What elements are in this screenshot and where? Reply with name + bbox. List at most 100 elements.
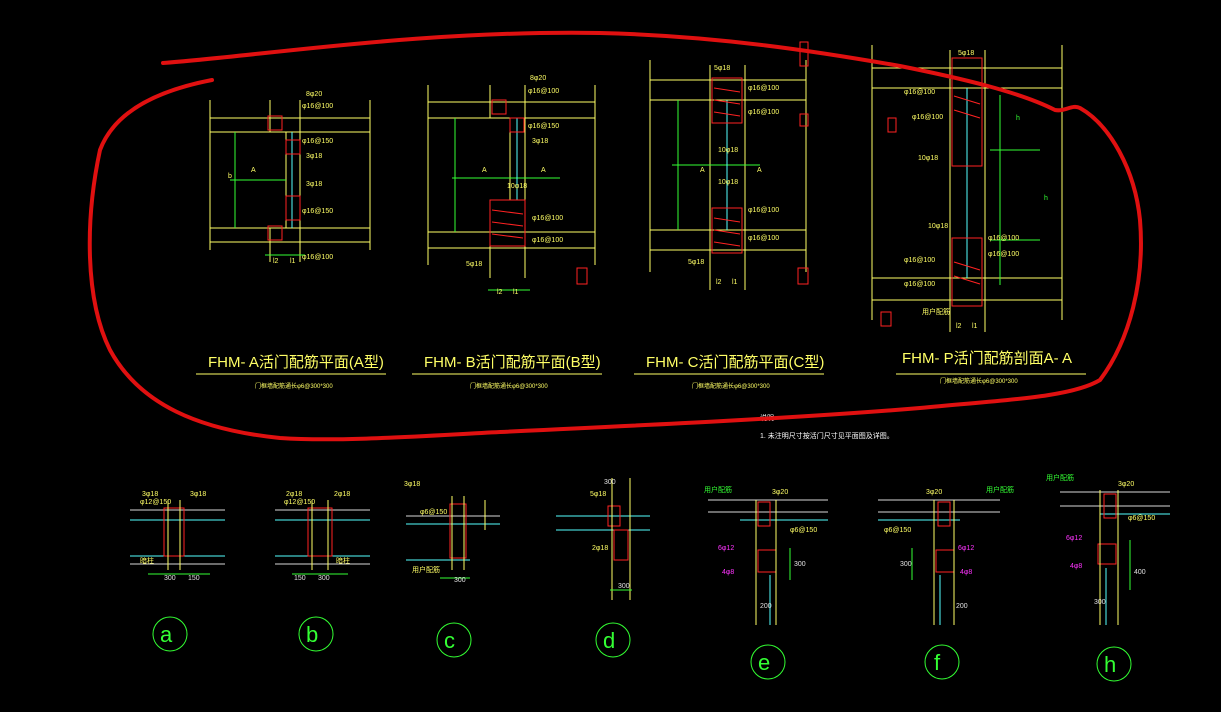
detail-label: 用户配筋	[412, 565, 440, 574]
detail-label: 5φ18	[590, 491, 606, 498]
detail-c-marker-circle	[436, 622, 472, 658]
label-dim: b	[228, 173, 232, 180]
label-dim: h	[1016, 115, 1020, 122]
label-stirrup: φ16@150	[302, 208, 333, 215]
label-stirrup: φ16@100	[912, 114, 943, 121]
detail-dim: 300	[164, 575, 176, 582]
detail-e-marker: e	[758, 650, 770, 675]
plan-a-title: FHM- A活门配筋平面(A型)	[208, 354, 384, 371]
detail-label: φ6@150	[1128, 515, 1155, 522]
label-stirrup: φ16@100	[904, 281, 935, 288]
plan-b: 8φ20 φ16@100 φ16@150 3φ18 10φ18 φ16@100 …	[412, 75, 602, 375]
label-stirrup: φ16@100	[904, 89, 935, 96]
detail-f-marker: f	[934, 650, 941, 675]
detail-label: 2φ18	[592, 545, 608, 552]
detail-label: 3φ18	[142, 491, 158, 498]
plan-d-subtitle: 门框墙配筋通长φ6@300*300	[940, 377, 1018, 385]
label-section-a: A	[700, 167, 705, 174]
detail-dim: 200	[760, 603, 772, 610]
label-bars: 10φ18	[718, 179, 738, 186]
detail-label: 3φ20	[772, 489, 788, 496]
detail-h: 3φ20 用户配筋 φ6@150 6φ12 4φ8 400 300	[1046, 473, 1170, 625]
detail-label: 3φ20	[1118, 481, 1134, 488]
detail-dim: 150	[188, 575, 200, 582]
detail-c-marker: c	[444, 628, 455, 653]
label-dim: l1	[972, 323, 978, 330]
label-dim: l1	[732, 279, 738, 286]
label-section-a: A	[251, 167, 256, 174]
label-bars: 5φ18	[688, 259, 704, 266]
detail-label-magenta: 6φ12	[718, 545, 734, 552]
notes-line-1: 1. 未注明尺寸按活门尺寸见平面图及详图。	[760, 431, 894, 440]
label-bars: 5φ18	[466, 261, 482, 268]
detail-label: 3φ18	[190, 491, 206, 498]
label-bars: 5φ18	[714, 65, 730, 72]
detail-dim: 200	[956, 603, 968, 610]
detail-label-magenta: 6φ12	[1066, 535, 1082, 542]
detail-h-marker: h	[1104, 652, 1116, 677]
plan-c: 5φ18 φ16@100 φ16@100 10φ18 10φ18 φ16@100…	[634, 41, 824, 375]
label-bars: 3φ18	[532, 138, 548, 145]
plan-a-subtitle: 门框墙配筋通长φ6@300*300	[255, 382, 333, 390]
label-stirrup: φ16@100	[302, 103, 333, 110]
label-bars: 10φ18	[918, 155, 938, 162]
plan-a: 8φ20 φ16@100 φ16@150 3φ18 3φ18 φ16@150 φ…	[196, 91, 386, 375]
label-stirrup: φ16@100	[748, 85, 779, 92]
detail-label: φ6@150	[884, 527, 911, 534]
detail-d: 5φ18 2φ18 300 300	[556, 478, 650, 600]
detail-dim: 300	[604, 479, 616, 486]
detail-label: φ6@150	[420, 509, 447, 516]
label-stirrup: φ16@100	[748, 235, 779, 242]
label-top-bars: 8φ20	[306, 91, 322, 98]
detail-dim: 400	[1134, 569, 1146, 576]
label-stirrup: φ16@100	[532, 237, 563, 244]
detail-h-marker-circle	[1096, 646, 1132, 682]
label-stirrup: φ16@100	[748, 109, 779, 116]
label-dim: l2	[716, 279, 722, 286]
detail-label-magenta: 4φ8	[960, 569, 972, 576]
label-stirrup: φ16@100	[302, 254, 333, 261]
detail-e-marker-circle	[750, 644, 786, 680]
detail-a-marker: a	[160, 622, 173, 647]
detail-dim: 300	[794, 561, 806, 568]
detail-dim: 300	[618, 583, 630, 590]
label-stirrup: φ16@100	[988, 251, 1019, 258]
detail-dim: 300	[1094, 599, 1106, 606]
detail-label: φ12@150	[284, 499, 315, 506]
label-dim: l1	[513, 289, 519, 296]
plan-b-title: FHM- B活门配筋平面(B型)	[424, 354, 601, 371]
label-stirrup: φ16@150	[302, 138, 333, 145]
plan-b-subtitle: 门框墙配筋通长φ6@300*300	[470, 382, 548, 390]
freehand-annotation	[87, 30, 1143, 442]
detail-b-marker-circle	[298, 616, 334, 652]
label-bars: 3φ18	[306, 153, 322, 160]
detail-label: 暗柱	[336, 556, 350, 565]
label-dim: l2	[497, 289, 503, 296]
label-stirrup: φ16@100	[528, 88, 559, 95]
label-bars: 5φ18	[958, 50, 974, 57]
label-dim: l2	[273, 258, 279, 265]
detail-b: 2φ18 2φ18 φ12@150 暗柱 150 300	[275, 491, 370, 582]
detail-label-magenta: 6φ12	[958, 545, 974, 552]
detail-label: 2φ18	[286, 491, 302, 498]
label-stirrup: φ16@100	[904, 257, 935, 264]
detail-dim: 150	[294, 575, 306, 582]
detail-c: 3φ18 φ6@150 用户配筋 300	[404, 481, 500, 584]
plan-c-subtitle: 门框墙配筋通长φ6@300*300	[692, 382, 770, 390]
detail-a-marker-circle	[152, 616, 188, 652]
label-stirrup: φ16@100	[748, 207, 779, 214]
detail-label: 用户配筋	[986, 485, 1014, 494]
plan-d: 5φ18 φ16@100 φ16@100 10φ18 10φ18 φ16@100…	[871, 45, 1086, 375]
label-dim: h	[1044, 195, 1048, 202]
label-section-a: A	[757, 167, 762, 174]
detail-label-magenta: 4φ8	[1070, 563, 1082, 570]
label-section-a: A	[541, 167, 546, 174]
detail-label: 3φ20	[926, 489, 942, 496]
plan-c-title: FHM- C活门配筋平面(C型)	[646, 354, 824, 371]
label-dim: l1	[290, 258, 296, 265]
detail-d-marker: d	[603, 628, 615, 653]
detail-dim: 300	[318, 575, 330, 582]
detail-label: 2φ18	[334, 491, 350, 498]
detail-label-magenta: 4φ8	[722, 569, 734, 576]
